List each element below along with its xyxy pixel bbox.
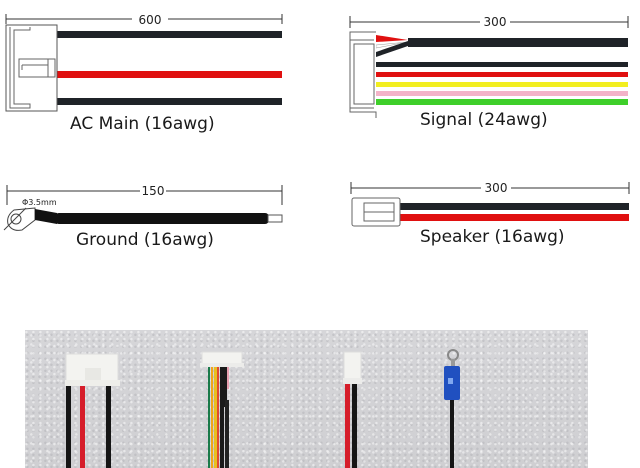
ac-main-diagram: 600 AC Main (16awg) — [0, 0, 300, 140]
photo-ac-main-cable — [65, 353, 120, 468]
wire-black-2 — [56, 98, 282, 105]
connector-housing — [349, 31, 377, 118]
connector-housing — [5, 24, 58, 112]
wire-red — [56, 71, 282, 78]
wire-black-bundle — [408, 38, 628, 47]
ac-main-title: AC Main (16awg) — [70, 114, 215, 134]
wire-yellow — [376, 82, 628, 87]
ground-length: 150 — [142, 184, 165, 198]
wire-pink — [376, 91, 628, 96]
ground-title: Ground (16awg) — [76, 230, 214, 250]
ring-terminal — [3, 207, 57, 231]
speaker-diagram: 300 Speaker (16awg) — [340, 170, 640, 260]
signal-length: 300 — [484, 15, 507, 29]
signal-diagram: 300 Signal (24awg) — [340, 0, 640, 140]
cable-photo — [25, 330, 588, 468]
wire-black — [376, 62, 628, 67]
speaker-length: 300 — [485, 181, 508, 195]
ac-main-drawing: 600 — [5, 12, 283, 112]
wire-black — [400, 203, 629, 210]
photo-signal-cable — [200, 351, 244, 468]
ground-drawing: 150 Φ3.5mm — [3, 183, 283, 231]
wire-black-1 — [56, 31, 282, 38]
speaker-drawing: 300 — [350, 180, 630, 227]
photo-cables — [65, 349, 460, 468]
signal-title: Signal (24awg) — [420, 110, 548, 130]
photo-speaker-cable — [343, 351, 362, 468]
connector-housing — [351, 197, 401, 227]
wire-green — [376, 99, 628, 105]
stripped-end — [267, 214, 283, 223]
ground-diagram: 150 Φ3.5mm Ground (16awg) — [0, 170, 300, 260]
ring-diameter-label: Φ3.5mm — [22, 198, 57, 207]
photo-ground-cable — [444, 349, 460, 468]
signal-drawing: 300 — [349, 14, 629, 118]
speaker-title: Speaker (16awg) — [420, 227, 565, 247]
wire-red — [376, 72, 628, 77]
wire-red — [400, 214, 629, 221]
wire-black — [55, 213, 269, 224]
ac-main-length: 600 — [139, 13, 162, 27]
